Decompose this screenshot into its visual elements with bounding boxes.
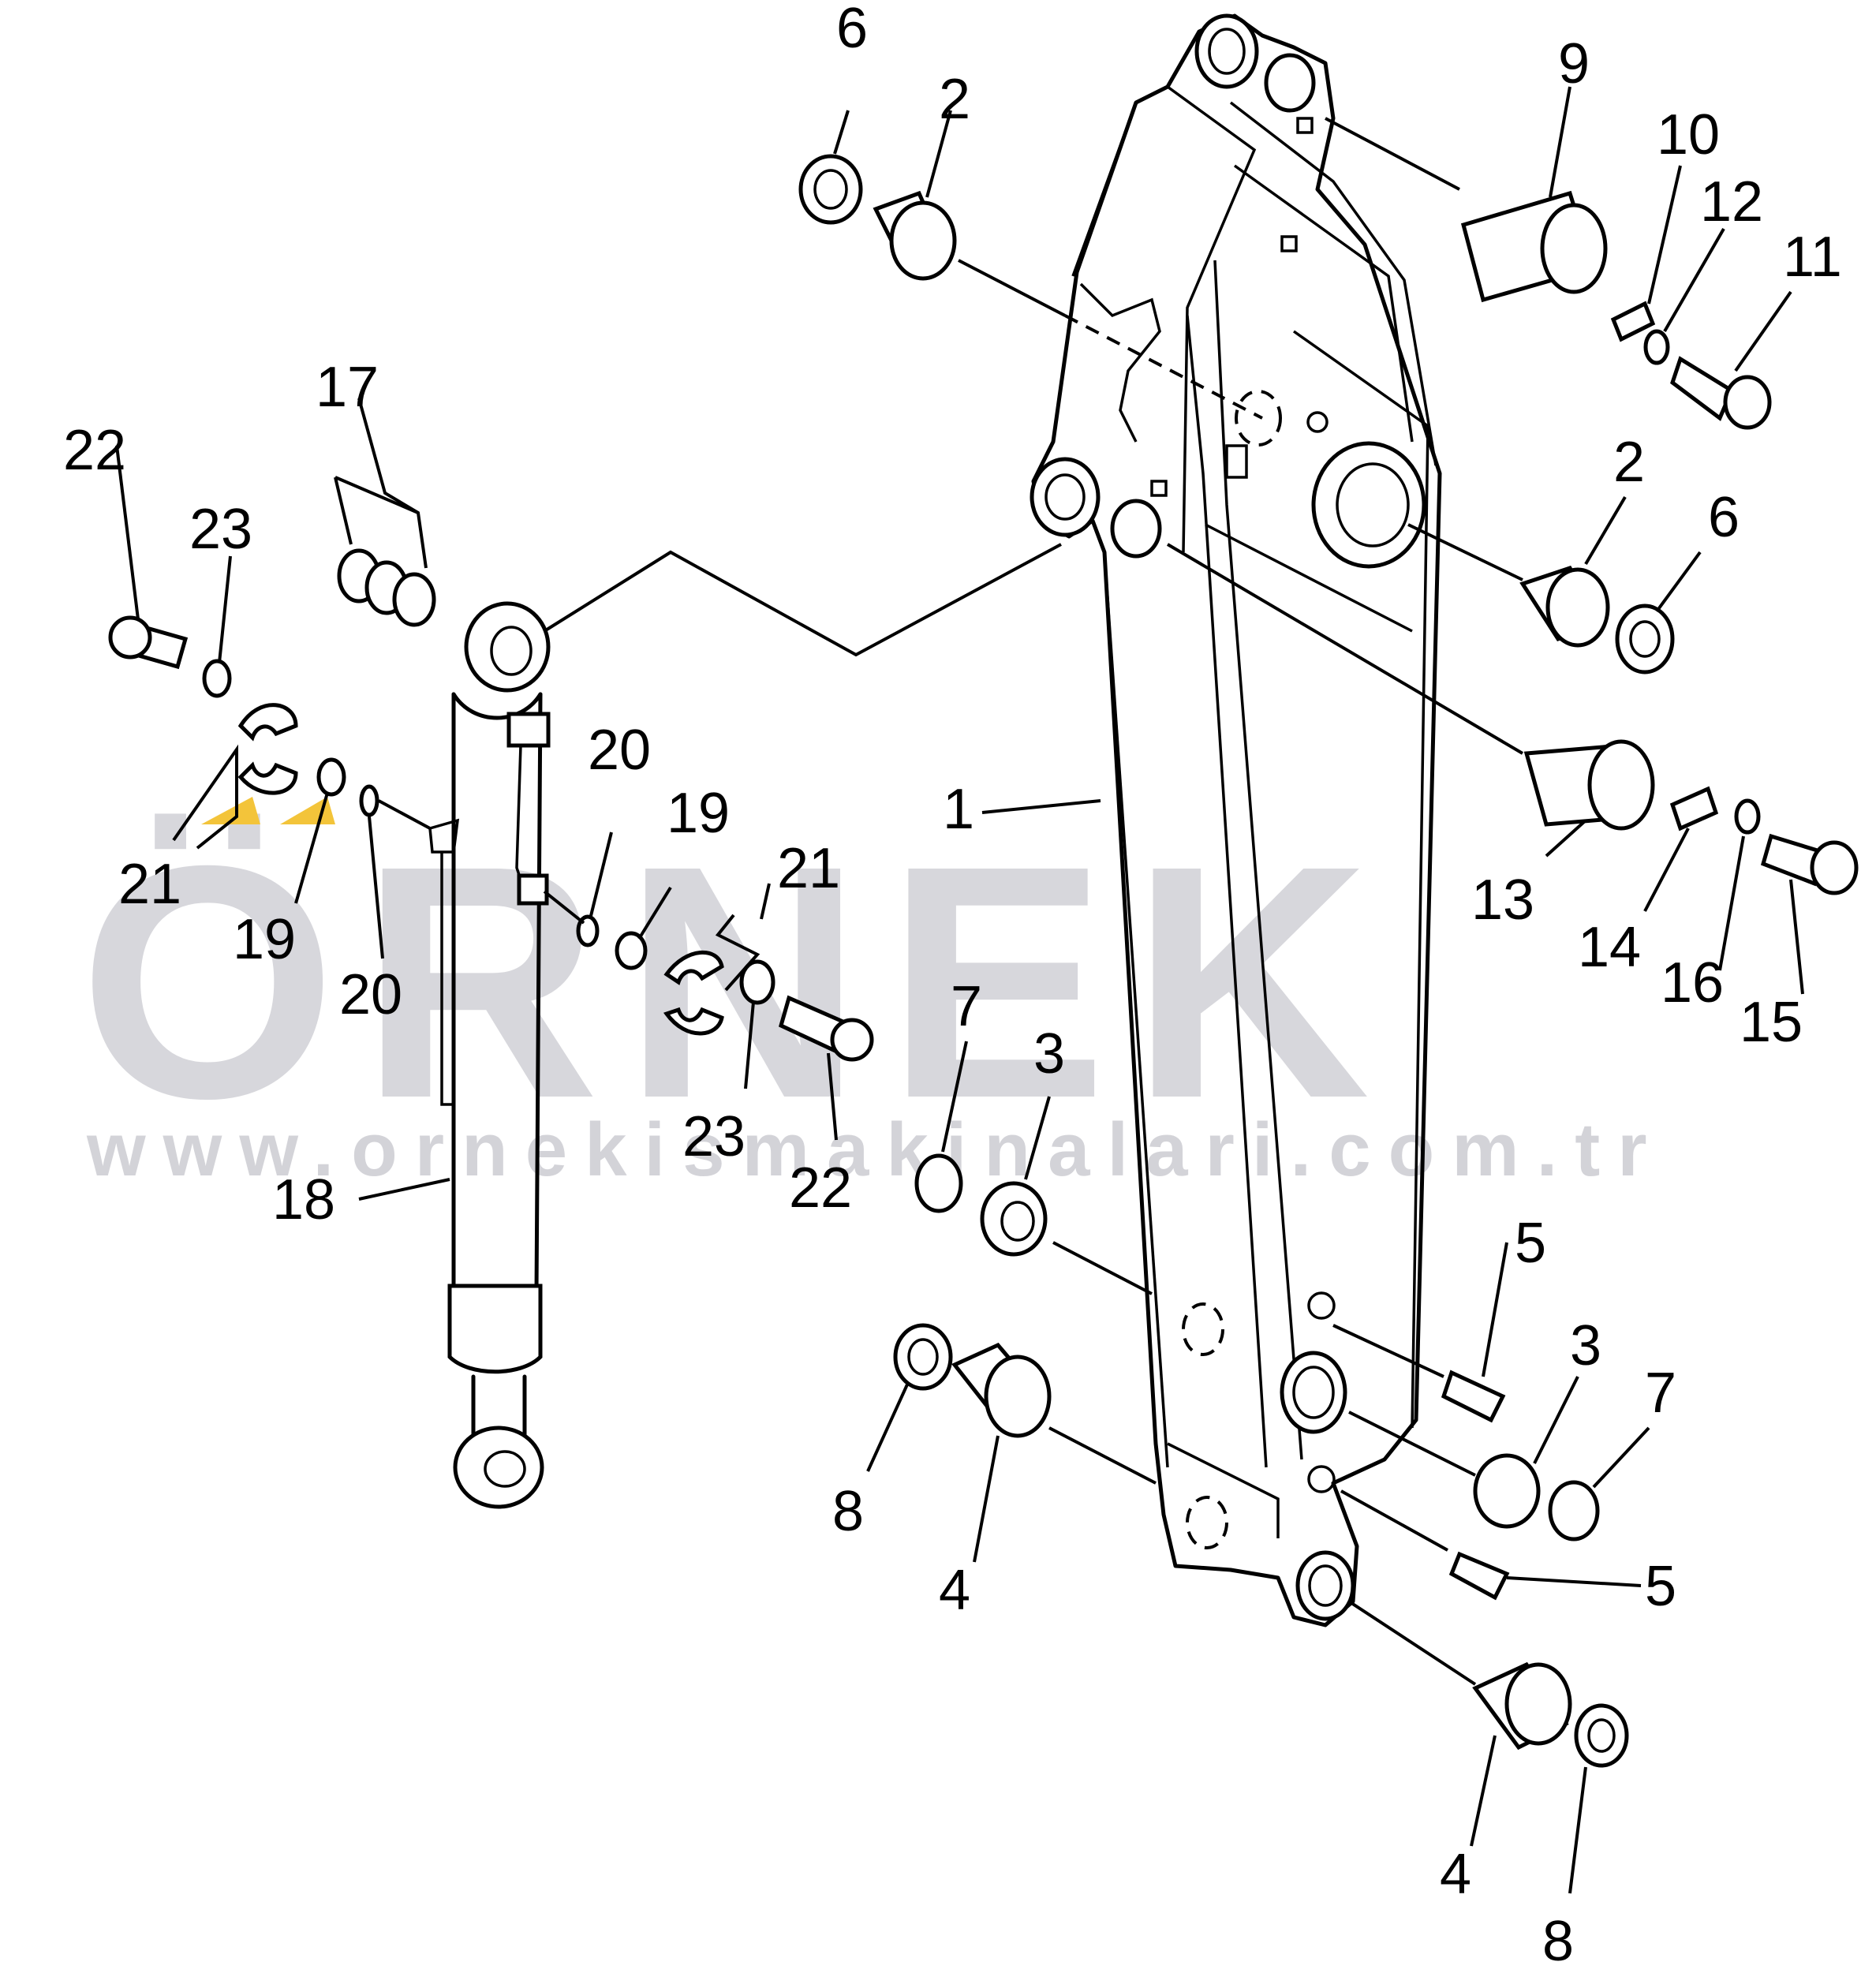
boom-cylinder-part [428, 601, 551, 1509]
leader-lines [115, 86, 1804, 1894]
callout-4-left: 4 [939, 1559, 970, 1622]
callout-20-left: 20 [339, 963, 402, 1026]
callout-21-mid: 21 [777, 837, 840, 900]
callout-2-top: 2 [939, 68, 970, 131]
callout-12: 12 [1700, 170, 1763, 234]
callout-3-right: 3 [1570, 1314, 1601, 1377]
callout-7-left: 7 [951, 975, 982, 1038]
watermark-brand: ÖRNEK [79, 798, 1394, 1168]
callout-11: 11 [1783, 226, 1842, 289]
callout-22-mid: 22 [789, 1157, 852, 1220]
callout-5-top: 5 [1515, 1212, 1546, 1275]
callout-15: 15 [1740, 991, 1803, 1054]
callout-6-mid: 6 [1708, 486, 1740, 549]
watermark: ÖRNEK www.ornekismakinalari.com.tr [79, 797, 1665, 1192]
callout-19-left: 19 [233, 908, 296, 971]
callout-8-right: 8 [1542, 1910, 1574, 1973]
callout-6-top: 6 [836, 0, 868, 60]
boom-part [1030, 13, 1442, 1627]
callout-23-mid: 23 [682, 1105, 746, 1168]
callout-14: 14 [1578, 916, 1641, 979]
callout-16: 16 [1661, 951, 1724, 1015]
loose-parts [108, 154, 1859, 1768]
callout-3-left: 3 [1033, 1022, 1065, 1086]
callout-21-left: 21 [118, 853, 181, 916]
callout-17: 17 [316, 356, 379, 419]
callouts: 1 2 2 3 3 4 4 5 5 6 6 7 7 8 8 9 10 11 12… [63, 0, 1842, 1973]
watermark-url: www.ornekismakinalari.com.tr [86, 1108, 1665, 1192]
callout-8-left: 8 [832, 1480, 864, 1543]
callout-20-mid: 20 [588, 719, 651, 782]
callout-22-left: 22 [63, 419, 126, 482]
callout-19-mid: 19 [667, 782, 730, 845]
callout-13: 13 [1471, 869, 1534, 932]
callout-1: 1 [943, 778, 974, 841]
callout-7-right: 7 [1645, 1362, 1676, 1425]
callout-9: 9 [1558, 32, 1590, 95]
callout-5-bottom: 5 [1645, 1555, 1676, 1618]
callout-23-left: 23 [189, 498, 252, 561]
callout-10: 10 [1657, 103, 1720, 166]
callout-2-mid: 2 [1613, 431, 1645, 494]
callout-4-right: 4 [1440, 1843, 1471, 1906]
callout-18: 18 [272, 1168, 335, 1231]
